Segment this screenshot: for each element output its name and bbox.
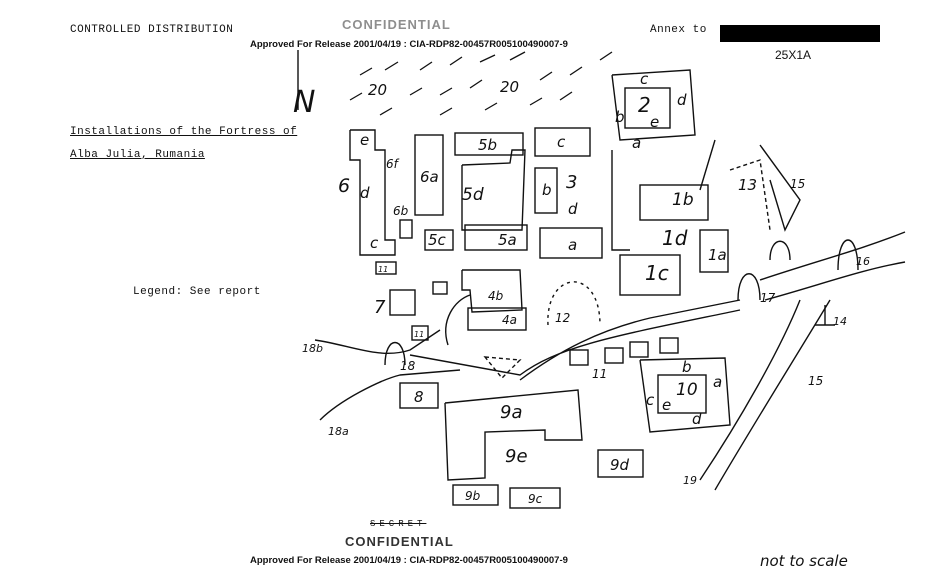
legend-note: Legend: See report bbox=[133, 286, 261, 298]
map-label: 15 bbox=[808, 374, 823, 388]
confidential-stamp-bottom: CONFIDENTIAL bbox=[345, 534, 454, 549]
roads bbox=[314, 231, 906, 491]
map-label: 9c bbox=[528, 492, 543, 506]
map-label: 6b bbox=[393, 204, 409, 218]
map-label: 4b bbox=[488, 289, 504, 303]
map-label: 6f bbox=[386, 157, 400, 171]
building-2 bbox=[611, 69, 696, 141]
map-label: 5d bbox=[462, 185, 484, 205]
map-label: 17 bbox=[760, 291, 776, 305]
map-label: c bbox=[557, 133, 566, 151]
map-label: a bbox=[632, 134, 641, 152]
map-label: d bbox=[677, 91, 687, 109]
area-20-hatching bbox=[349, 51, 613, 116]
map-label: 14 bbox=[833, 315, 847, 328]
controlled-distribution-label: CONTROLLED DISTRIBUTION bbox=[70, 24, 234, 36]
map-label: 18b bbox=[302, 342, 323, 355]
map-label: 6 bbox=[338, 175, 350, 197]
map-label: d bbox=[568, 200, 578, 218]
annex-label: Annex to bbox=[650, 24, 707, 36]
map-label: 8 bbox=[414, 388, 424, 406]
map-label: d bbox=[360, 184, 370, 202]
map-label: e bbox=[662, 396, 671, 414]
map-label: 15 bbox=[790, 177, 805, 191]
title-line-2: Alba Julia, Rumania bbox=[70, 149, 205, 161]
map-label: 20 bbox=[500, 78, 519, 96]
building-9-8-10 bbox=[399, 337, 731, 509]
map-label: d bbox=[692, 410, 702, 428]
map-label: 20 bbox=[368, 81, 387, 99]
map-label: a bbox=[713, 373, 722, 391]
map-label: 1d bbox=[662, 226, 688, 250]
secret-struck-label: SECRET bbox=[370, 519, 427, 529]
map-label: e bbox=[360, 131, 369, 149]
map-label: 10 bbox=[676, 380, 698, 400]
map-label: 19 bbox=[683, 474, 697, 487]
map-label: 1b bbox=[672, 190, 694, 210]
map-label: 11 bbox=[414, 330, 424, 339]
map-label: 1c bbox=[645, 261, 669, 285]
map-label: 12 bbox=[555, 311, 570, 325]
classification-code: 25X1A bbox=[775, 48, 812, 62]
map-label: 5a bbox=[498, 231, 517, 249]
redaction-block bbox=[720, 25, 880, 42]
north-arrow-icon: N bbox=[293, 50, 315, 120]
map-label: c bbox=[640, 70, 649, 88]
map-label: c bbox=[646, 391, 655, 409]
map-label: b bbox=[542, 181, 552, 199]
map-label: 9b bbox=[465, 489, 481, 503]
map-label: 5c bbox=[428, 231, 447, 249]
map-label: 2 bbox=[638, 93, 651, 117]
area-13-15 bbox=[729, 144, 859, 301]
scale-note: not to scale bbox=[760, 552, 848, 570]
building-1 bbox=[611, 139, 729, 296]
title-line-1: Installations of the Fortress of bbox=[70, 126, 298, 138]
map-label: 18a bbox=[328, 425, 349, 438]
map-label: 1a bbox=[708, 246, 727, 264]
map-label: 9a bbox=[500, 402, 522, 423]
map-label: e bbox=[650, 113, 659, 131]
map-label: c bbox=[370, 234, 379, 252]
map-label: 3 bbox=[566, 172, 577, 193]
building-6 bbox=[349, 129, 454, 256]
building-5 bbox=[454, 127, 603, 259]
confidential-stamp-top: CONFIDENTIAL bbox=[342, 17, 451, 32]
map-label: 18 bbox=[400, 359, 416, 373]
map-label: a bbox=[568, 236, 577, 254]
map-label: 11 bbox=[378, 265, 388, 274]
map-label: b bbox=[682, 358, 692, 376]
map-label: 7 bbox=[374, 297, 386, 318]
map-label: 9d bbox=[610, 456, 630, 474]
map-label: b bbox=[615, 108, 625, 126]
map-label: 6a bbox=[420, 168, 439, 186]
building-4-7-12 bbox=[375, 261, 835, 380]
map-label: 5b bbox=[478, 136, 497, 154]
map-label: 4a bbox=[502, 313, 517, 327]
map-label: 13 bbox=[738, 176, 757, 194]
map-label: 9e bbox=[505, 446, 528, 467]
map-label: 11 bbox=[592, 367, 607, 381]
map-label: 16 bbox=[856, 255, 870, 268]
release-line-bottom: Approved For Release 2001/04/19 : CIA-RD… bbox=[250, 555, 568, 566]
release-line-top: Approved For Release 2001/04/19 : CIA-RD… bbox=[250, 39, 568, 50]
north-label: N bbox=[293, 85, 315, 120]
